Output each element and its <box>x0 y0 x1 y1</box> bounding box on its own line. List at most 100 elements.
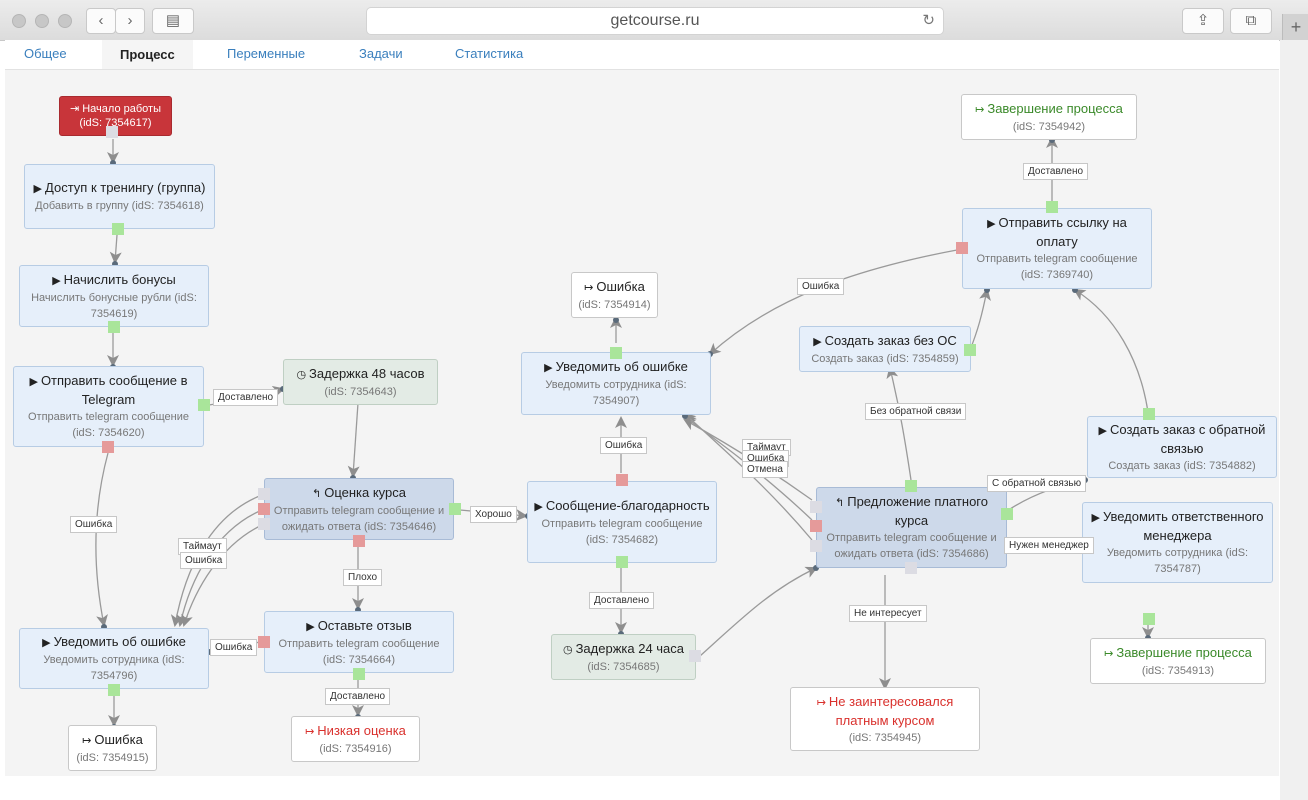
node-order-no-feedback[interactable]: ▶Создать заказ без ОС Создать заказ (idS… <box>799 326 971 372</box>
sign-out-icon: ↦ <box>82 734 92 747</box>
edge-label: Ошибка <box>797 278 845 295</box>
port[interactable] <box>449 503 461 515</box>
share-button[interactable]: ⇪ <box>1182 8 1224 34</box>
tab-statistics[interactable]: Статистика <box>455 46 524 61</box>
port[interactable] <box>956 242 968 254</box>
node-subtitle: (idS: 7354913) <box>1141 664 1215 677</box>
node-pay-link[interactable]: ▶Отправить ссылку на оплату Отправить te… <box>962 208 1152 289</box>
edge <box>699 566 818 657</box>
port[interactable] <box>810 501 822 513</box>
node-title: Предложение платного курса <box>847 494 988 528</box>
address-bar[interactable]: getcourse.ru ↻ <box>366 7 944 35</box>
play-icon: ▶ <box>813 335 822 348</box>
port[interactable] <box>108 321 120 333</box>
node-title: Оценка курса <box>324 484 406 500</box>
minimize-window-button[interactable] <box>35 14 49 28</box>
tab-general[interactable]: Общее <box>24 46 67 61</box>
node-subtitle: Создать заказ (idS: 7354859) <box>811 352 959 365</box>
edge-label: Доставлено <box>1023 163 1089 180</box>
node-subtitle: Уведомить сотрудника (idS: 7354787) <box>1106 547 1249 575</box>
node-title: Ошибка <box>596 278 645 294</box>
forward-button[interactable]: › <box>115 8 145 34</box>
node-notify-error-left[interactable]: ▶Уведомить об ошибке Уведомить сотрудник… <box>19 628 209 689</box>
node-rate-course[interactable]: ↰Оценка курса Отправить telegram сообщен… <box>264 478 454 540</box>
edge-label: Плохо <box>343 569 383 586</box>
node-notify-error-mid[interactable]: ▶Уведомить об ошибке Уведомить сотрудник… <box>521 352 711 415</box>
port[interactable] <box>1143 613 1155 625</box>
port[interactable] <box>616 474 628 486</box>
port[interactable] <box>258 518 270 530</box>
zoom-window-button[interactable] <box>58 14 72 28</box>
tabs-button[interactable]: ⧉ <box>1230 8 1272 34</box>
node-order-feedback[interactable]: ▶Создать заказ с обратной связью Создать… <box>1087 416 1277 478</box>
node-notify-manager[interactable]: ▶Уведомить ответственного менеджера Увед… <box>1082 502 1273 583</box>
browser-toolbar: ‹ › ▤ getcourse.ru ↻ ⇪ ⧉ <box>0 0 1308 41</box>
sign-out-icon: ↦ <box>305 725 315 738</box>
node-error-mid[interactable]: ↦Ошибка (idS: 7354914) <box>571 272 658 318</box>
port[interactable] <box>689 650 701 662</box>
edge-label: Ошибка <box>180 552 228 569</box>
tab-variables[interactable]: Переменные <box>227 46 306 61</box>
node-bonus[interactable]: ▶Начислить бонусы Начислить бонусные руб… <box>19 265 209 327</box>
port[interactable] <box>198 399 210 411</box>
port[interactable] <box>108 684 120 696</box>
share-icon: ⇪ <box>1196 12 1210 29</box>
node-paid-offer[interactable]: ↰Предложение платного курса Отправить te… <box>816 487 1007 568</box>
play-icon: ▶ <box>42 637 51 649</box>
port[interactable] <box>1001 508 1013 520</box>
port[interactable] <box>353 668 365 680</box>
node-finish-bottom[interactable]: ↦Завершение процесса (idS: 7354913) <box>1090 638 1266 684</box>
node-thanks[interactable]: ▶Сообщение-благодарность Отправить teleg… <box>527 481 717 563</box>
port[interactable] <box>258 503 270 515</box>
node-finish-top[interactable]: ↦Завершение процесса (idS: 7354942) <box>961 94 1137 140</box>
port[interactable] <box>1143 408 1155 420</box>
tab-tasks[interactable]: Задачи <box>359 46 403 61</box>
port[interactable] <box>610 347 622 359</box>
reply-icon: ↰ <box>311 487 322 500</box>
process-tabs: Общее Процесс Переменные Задачи Статисти… <box>5 40 1279 70</box>
node-delay-48[interactable]: ◷Задержка 48 часов (idS: 7354643) <box>283 359 438 405</box>
play-icon: ▶ <box>52 274 61 287</box>
sign-out-icon: ↦ <box>584 281 594 294</box>
sidebar-button[interactable]: ▤ <box>152 8 194 34</box>
node-error-left[interactable]: ↦Ошибка (idS: 7354915) <box>68 725 157 771</box>
port[interactable] <box>905 480 917 492</box>
edge-label: Ошибка <box>210 639 258 656</box>
node-title: Начислить бонусы <box>63 271 176 287</box>
node-delay-24[interactable]: ◷Задержка 24 часа (idS: 7354685) <box>551 634 696 680</box>
port[interactable] <box>353 535 365 547</box>
node-subtitle: (idS: 7354617) <box>79 117 152 129</box>
node-subtitle: (idS: 7354643) <box>324 385 397 398</box>
node-subtitle: (idS: 7354914) <box>578 298 651 311</box>
port[interactable] <box>102 441 114 453</box>
port[interactable] <box>964 344 976 356</box>
new-tab-button[interactable]: + <box>1282 14 1308 40</box>
node-title: Отправить ссылку на оплату <box>998 215 1127 249</box>
node-subtitle: Начислить бонусные рубли (idS: 7354619) <box>31 291 197 320</box>
edge-label: Ошибка <box>70 516 118 533</box>
port[interactable] <box>810 540 822 552</box>
port[interactable] <box>1046 201 1058 213</box>
node-low-rate[interactable]: ↦Низкая оценка (idS: 7354916) <box>291 716 420 762</box>
window-edge <box>1280 40 1308 800</box>
edge-label: Отмена <box>742 461 788 478</box>
port[interactable] <box>258 636 270 648</box>
close-window-button[interactable] <box>12 14 26 28</box>
node-subtitle: Отправить telegram сообщение (idS: 73546… <box>541 517 703 546</box>
tab-process[interactable]: Процесс <box>102 40 193 69</box>
reload-icon[interactable]: ↻ <box>922 12 935 29</box>
port[interactable] <box>112 223 124 235</box>
edge-label: Не интересует <box>849 605 927 622</box>
port[interactable] <box>810 520 822 532</box>
node-not-interested[interactable]: ↦Не заинтересовался платным курсом (idS:… <box>790 687 980 751</box>
play-icon: ▶ <box>33 183 43 195</box>
port[interactable] <box>905 562 917 574</box>
node-review[interactable]: ▶Оставьте отзыв Отправить telegram сообщ… <box>264 611 454 673</box>
back-button[interactable]: ‹ <box>86 8 116 34</box>
node-send-telegram[interactable]: ▶Отправить сообщение в Telegram Отправит… <box>13 366 204 447</box>
port[interactable] <box>616 556 628 568</box>
node-title: Начало работы <box>82 103 161 115</box>
port[interactable] <box>258 488 270 500</box>
port[interactable] <box>106 126 118 138</box>
node-access[interactable]: ▶Доступ к тренингу (группа) Добавить в г… <box>24 164 215 229</box>
